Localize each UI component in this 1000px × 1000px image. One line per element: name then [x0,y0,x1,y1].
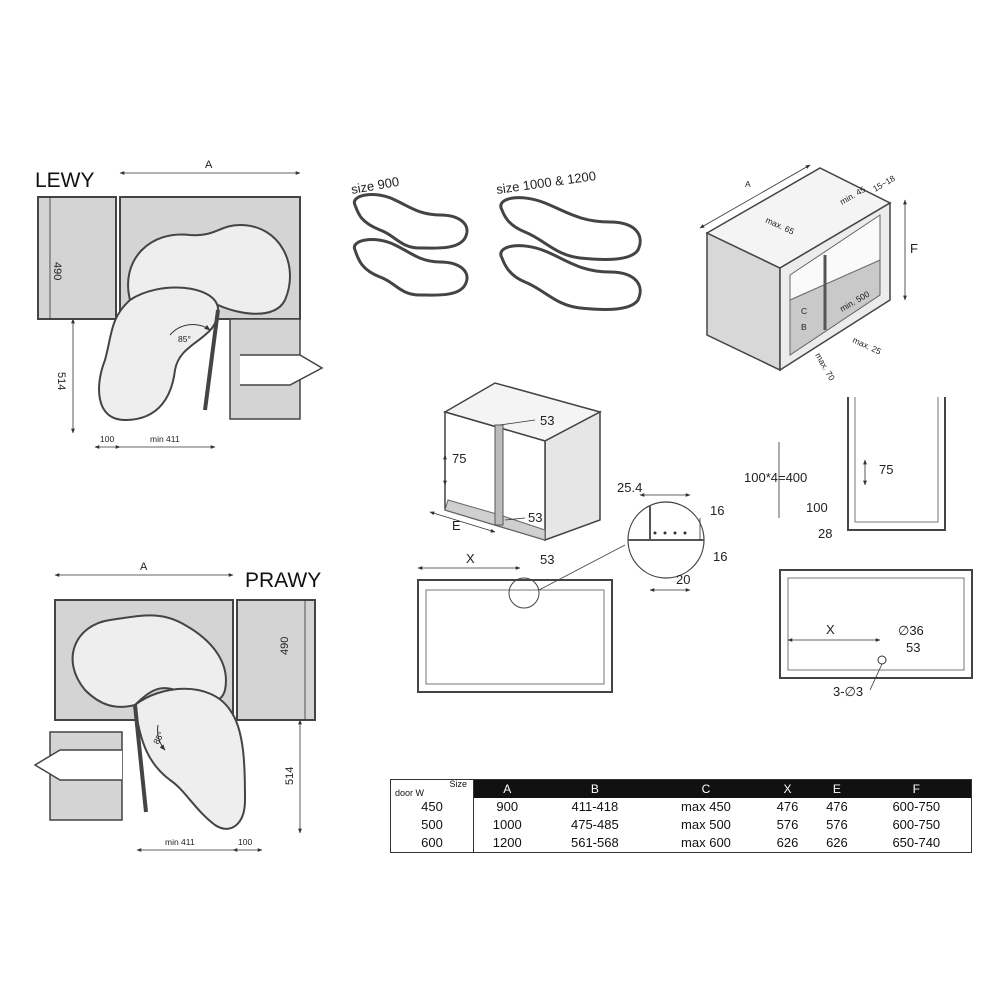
front-cabinet: X 53 [417,544,626,693]
cabinet-dim-c: C [801,306,807,316]
left-side-cabinet [37,196,117,320]
holes-dim-3: 3-∅3 [833,684,863,699]
front-dim-53: 53 [540,552,554,567]
table-cell: 475-485 [570,817,619,832]
left-title: LEWY [35,169,95,192]
side-panel: 100*4=400 75 100 28 [744,397,946,541]
spec-header-row: Size door W A B C X E F [390,779,972,798]
open-dim-53b: 53 [528,510,542,525]
front-dim-x: X [466,551,475,566]
left-dim-a: A [205,159,213,171]
table-cell: max 450 [681,799,731,814]
table-cell: 561-568 [570,835,619,850]
open-dim-53a: 53 [540,413,554,428]
basket-size-1000: size 1000 & 1200 [495,168,642,311]
left-dim-514: 514 [55,372,67,390]
detail-dim-16b: 16 [713,549,727,564]
holes-dim-36: ∅36 [898,623,924,638]
table-cell: 650-740 [892,835,941,850]
side-dim-spacing: 100*4=400 [744,470,807,485]
spec-header-e: E [812,779,862,798]
right-lower-shelf [133,687,247,830]
holes-dim-x: X [826,622,835,637]
table-cell: 626 [776,835,799,850]
basket-size-900: size 900 [350,174,469,297]
cabinet-dim-b: B [801,322,807,332]
table-cell: 1200 [492,835,522,850]
cabinet-dim-f: F [910,241,918,256]
spec-header-f: F [861,779,972,798]
detail-view: 25.4 16 16 20 [617,480,727,592]
right-plan: PRAWY 85° A 490 514 min 411 100 [33,561,321,852]
spec-header-x: X [762,779,813,798]
cabinet-dim-a: A [745,179,751,189]
table-row: 450 900 411-418 max 450 476 476 600-750 [390,798,972,816]
table-cell: 476 [776,799,799,814]
cabinet-3d: A F min. 45 15~18 max. 65 min. 500 C B m… [699,164,918,382]
spec-door-450: 450 [390,798,474,816]
left-dim-490: 490 [51,262,63,280]
basket-900-top [352,193,469,250]
basket-1000-bottom [499,244,642,311]
table-cell: 1000 [492,817,522,832]
right-dim-490: 490 [279,637,291,655]
table-cell: 600-750 [892,799,941,814]
table-cell: 576 [776,817,799,832]
left-angle-label: 85° [178,334,191,344]
right-dim-514: 514 [284,767,296,785]
holes-dim-53: 53 [906,640,920,655]
spec-corner-door: door W [395,788,425,798]
cabinet-dim-1518: 15~18 [871,173,897,194]
right-dim-100: 100 [238,837,252,847]
table-cell: 626 [826,835,848,850]
open-dim-e: E [452,518,461,533]
left-pole [203,309,220,411]
right-dim-a: A [140,561,148,573]
right-side-cabinet [236,599,316,721]
left-plan: LEWY 85° A 490 514 100 min 411 [35,159,324,449]
side-dim-100: 100 [806,500,828,515]
spec-corner: Size door W [390,779,474,798]
spec-table: Size door W A B C X E F 450 900 411-418 … [390,779,972,853]
right-pole [133,704,148,813]
table-row: 500 1000 475-485 max 500 576 576 600-750 [390,816,972,834]
spec-door-600: 600 [390,834,474,853]
detail-dim-254: 25.4 [617,480,642,495]
base-panel: X ∅36 53 3-∅3 [779,569,973,699]
spec-header-b: B [540,779,650,798]
side-dim-75: 75 [879,462,893,477]
cabinet-dim-max25: max. 25 [851,335,883,357]
detail-dim-20: 20 [676,572,690,587]
spec-header-c: C [649,779,763,798]
open-cabinet: 53 75 53 E [429,382,603,542]
spec-door-500: 500 [390,816,474,834]
open-dim-75: 75 [452,451,466,466]
right-dim-min411: min 411 [165,837,195,847]
table-cell: 576 [826,817,848,832]
left-dim-100: 100 [100,434,114,444]
table-cell: 900 [496,799,519,814]
table-cell: 476 [826,799,848,814]
label-size-1000: size 1000 & 1200 [495,168,597,197]
table-cell: 600-750 [892,817,941,832]
basket-1000-top [499,196,642,261]
cabinet-dim-max70: max. 70 [813,351,837,382]
spec-header-a: A [473,779,541,798]
table-cell: max 600 [681,835,731,850]
table-row: 600 1200 561-568 max 600 626 626 650-740 [390,834,972,853]
left-lower-shelf [98,286,220,422]
basket-900-bottom [352,238,469,297]
right-title: PRAWY [245,569,321,592]
spec-corner-size: Size [449,779,467,789]
detail-dim-16a: 16 [710,503,724,518]
side-dim-28: 28 [818,526,832,541]
table-cell: 411-418 [571,799,619,814]
left-dim-min411: min 411 [150,434,180,444]
table-cell: max 500 [681,817,731,832]
